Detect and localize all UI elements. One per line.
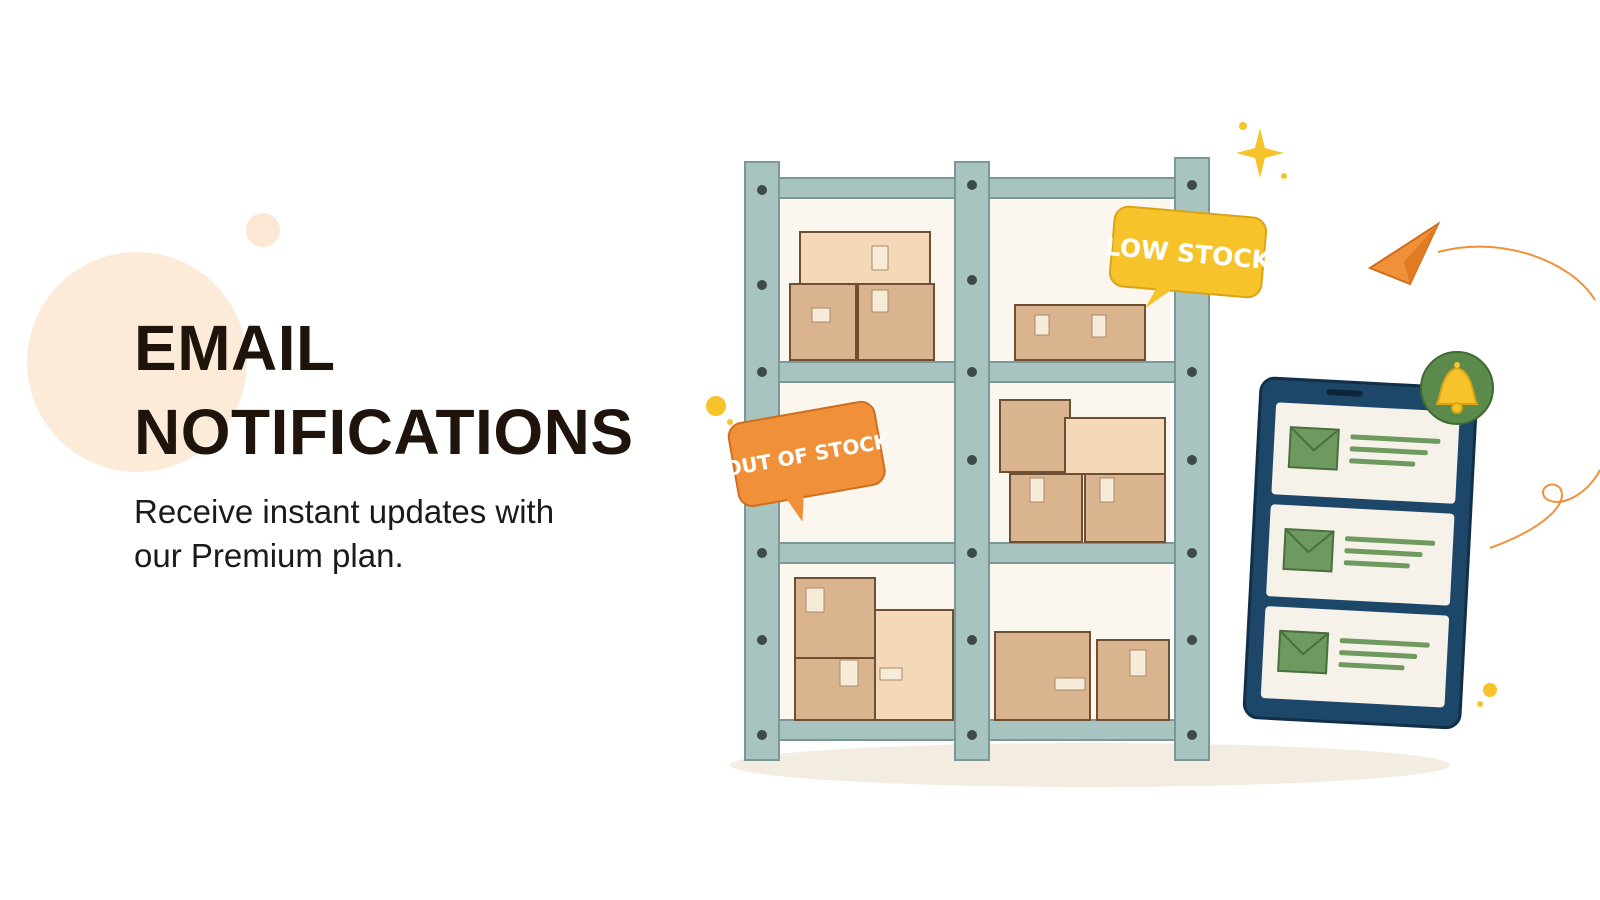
title-line-2: NOTIFICATIONS (134, 396, 634, 468)
paper-plane-icon (1367, 221, 1441, 286)
yellow-dot-small (727, 419, 733, 425)
decorative-circle-small (246, 213, 280, 247)
sparkle-icon (1236, 128, 1284, 178)
bell-icon (1435, 362, 1479, 414)
yellow-dot (1483, 683, 1497, 697)
low-stock-tag-pointer (1144, 287, 1173, 309)
email-card (1260, 606, 1450, 708)
box (794, 657, 876, 721)
page-subtitle: Receive instant updates with our Premium… (134, 490, 654, 578)
box (799, 231, 931, 285)
box (857, 283, 935, 361)
decorative-circle-large (27, 252, 247, 472)
flight-path-top (1437, 245, 1596, 301)
box (1084, 473, 1166, 543)
boxes (789, 231, 1170, 721)
subtitle-line-2: our Premium plan. (134, 537, 404, 574)
bell-badge (1420, 351, 1494, 425)
box (999, 399, 1071, 473)
yellow-dot-small (1477, 701, 1483, 707)
tablet-speaker (1326, 389, 1363, 397)
floor-shadow (730, 743, 1450, 787)
email-card (1266, 504, 1455, 606)
out-of-stock-tag-pointer (786, 495, 804, 522)
title-line-1: EMAIL (134, 312, 336, 384)
flight-path-bottom (1489, 469, 1600, 549)
yellow-dot-small (1239, 122, 1247, 130)
yellow-dot (706, 396, 726, 416)
tablet-device (1242, 376, 1478, 730)
subtitle-line-1: Receive instant updates with (134, 493, 555, 530)
box (1009, 473, 1083, 543)
box (994, 631, 1091, 721)
out-of-stock-tag-bubble (727, 400, 886, 507)
out-of-stock-tag: OUT OF STOCK (723, 400, 893, 522)
low-stock-tag: LOW STOCK (1104, 205, 1274, 309)
email-card (1271, 402, 1460, 504)
low-stock-tag-bubble (1108, 205, 1268, 299)
yellow-dot-small (1281, 173, 1287, 179)
box (1064, 417, 1166, 475)
box (874, 609, 954, 721)
box-tape (805, 245, 1147, 691)
page-title: EMAIL NOTIFICATIONS (134, 306, 634, 474)
